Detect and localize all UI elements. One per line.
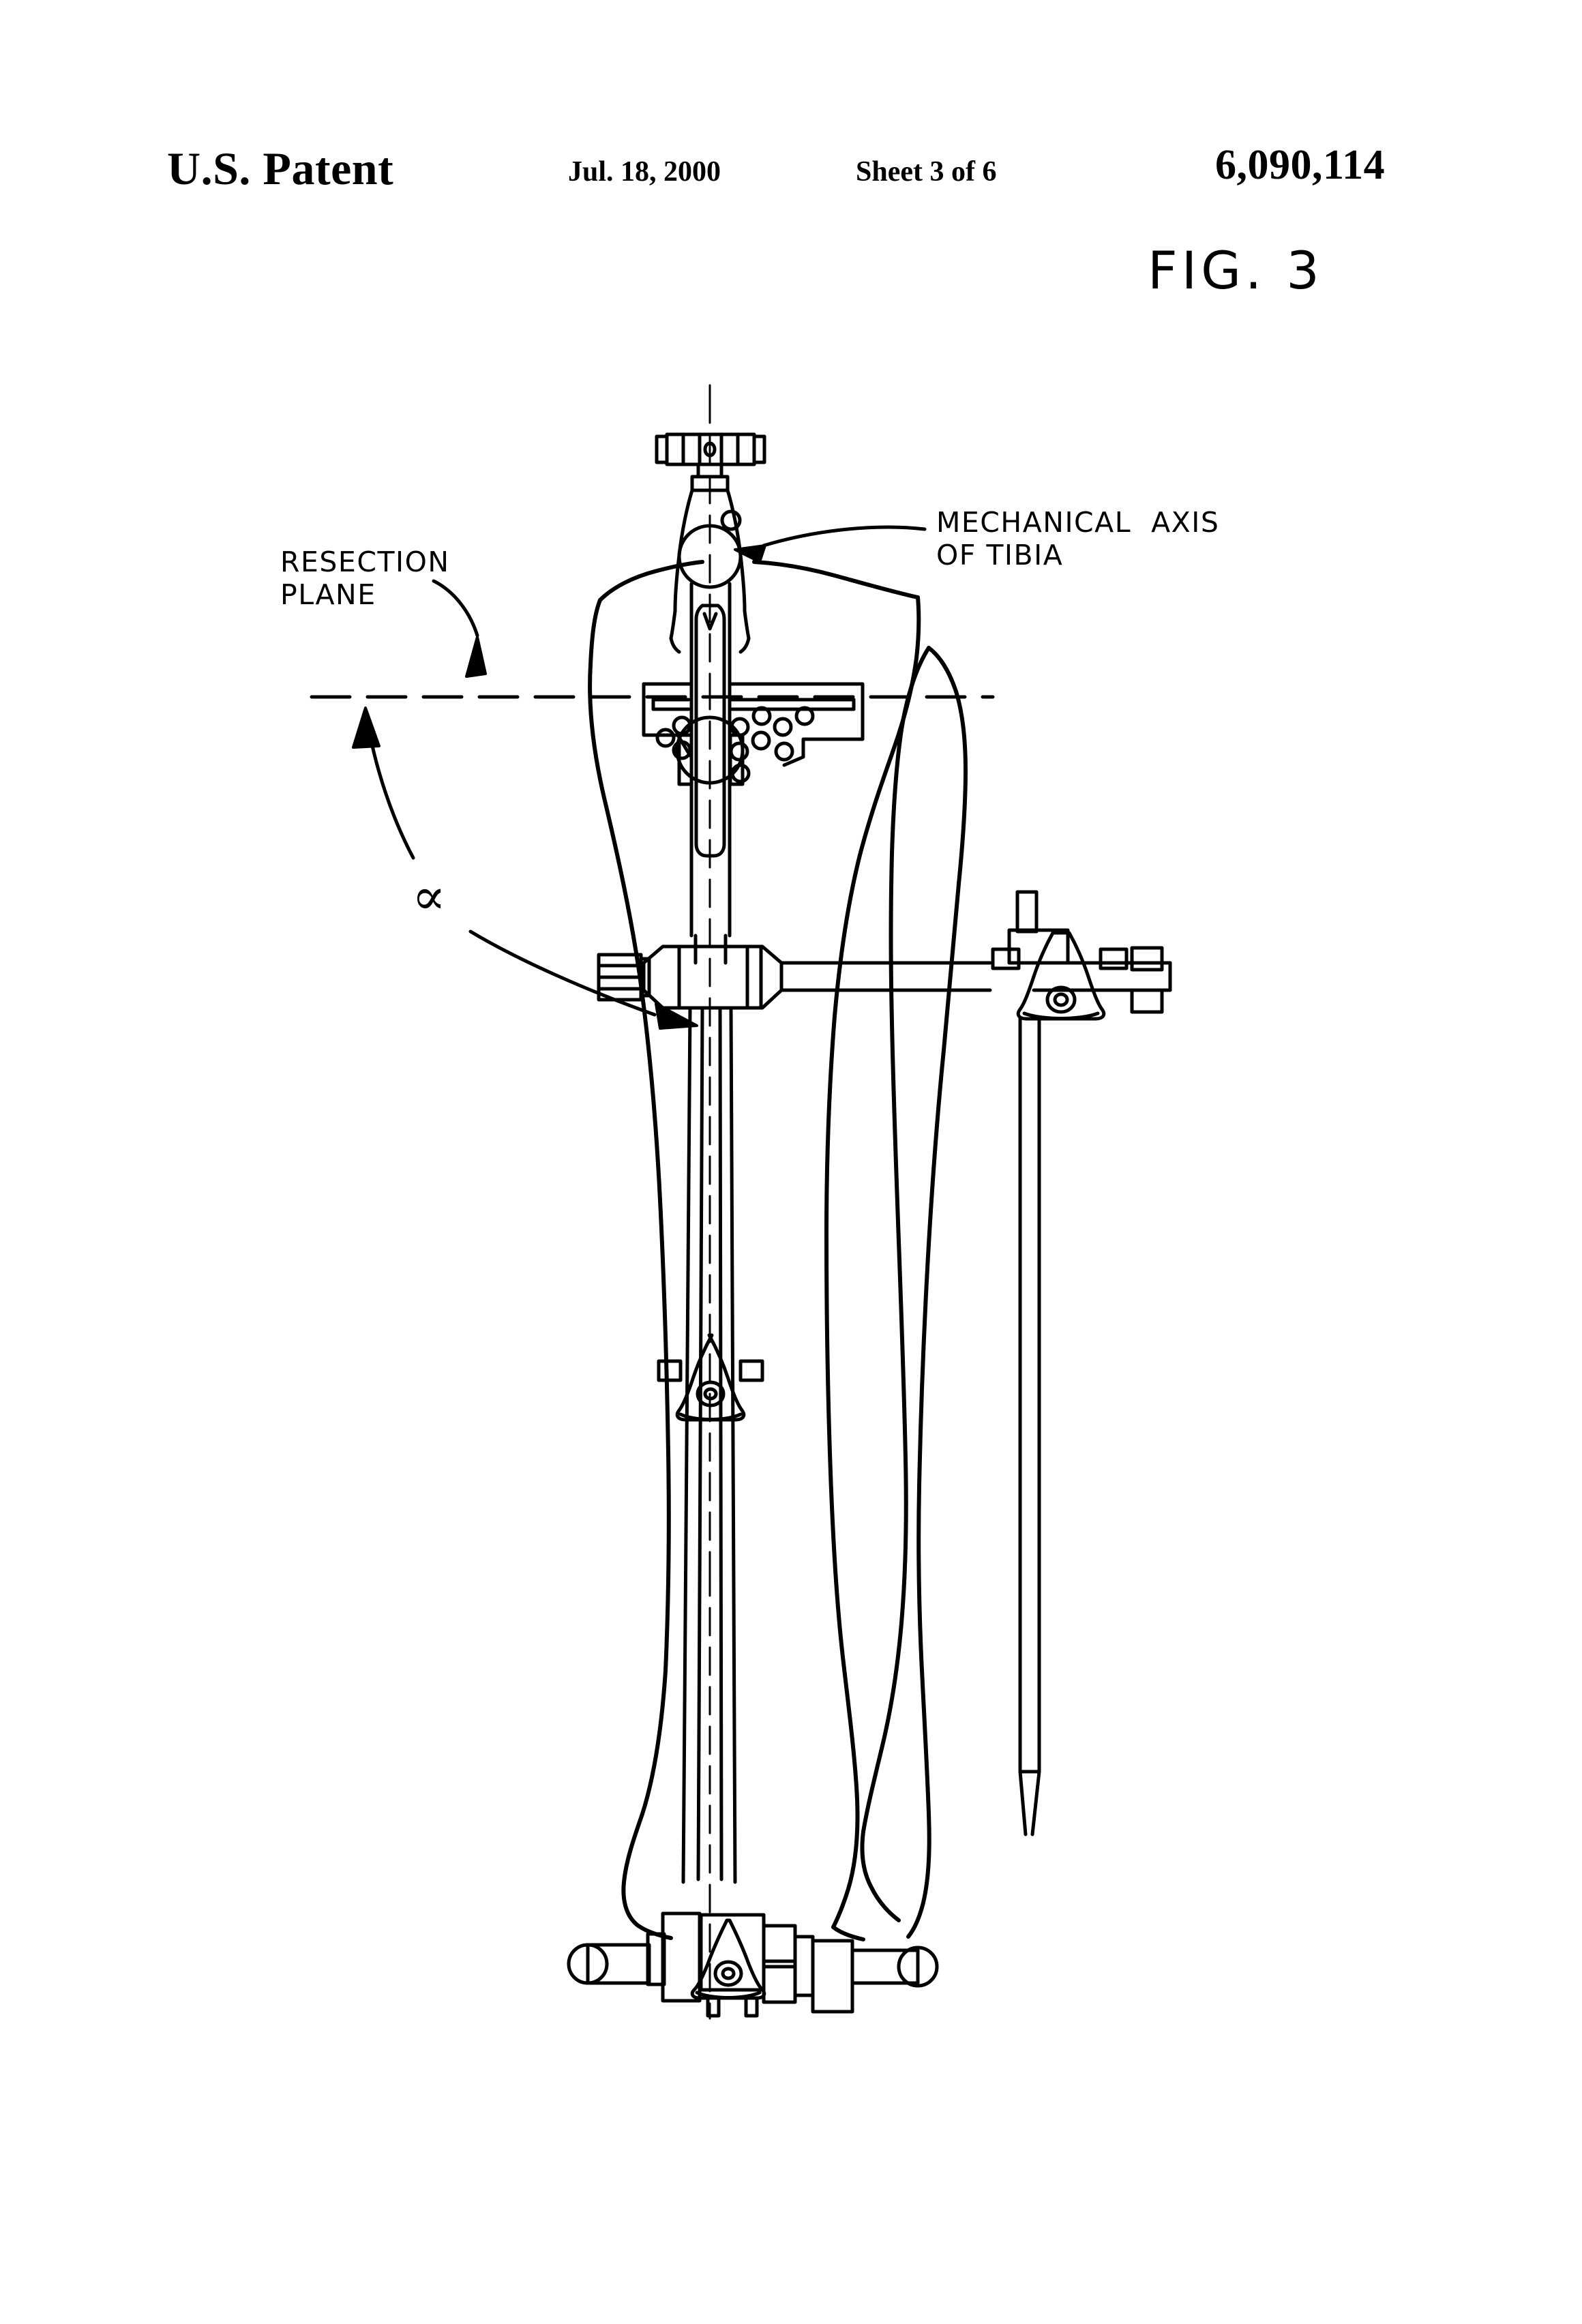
right-triangular-clamp [991,890,1129,1021]
mechanical-axis-leader [762,525,927,548]
mid-shaft-triangular-clamp [657,1333,764,1422]
mechanical-axis-circle [677,524,743,589]
alignment-rod [681,582,737,1884]
patent-number: 6,090,114 [1215,142,1386,188]
angle-alpha-arc-lower [468,929,657,1017]
resection-plane-leader [432,579,479,638]
t-handle-knob [655,432,766,492]
fibula-outline [860,646,968,1939]
figure-label: FIG. 3 [1148,240,1324,301]
ankle-clamp-assembly [567,1911,939,2018]
right-vertical-rod [1018,1017,1041,1836]
resection-plane-arrowhead [465,636,487,678]
right-clamp-nut [1130,946,1164,1014]
resection-plane-label: RESECTION PLANE [280,546,450,612]
patent-date: Jul. 18, 2000 [568,156,721,188]
patent-office-title: U.S. Patent [167,143,394,194]
mechanical-axis-label: MECHANICAL AXIS OF TIBIA [936,506,1220,572]
mechanical-axis-arrowhead [734,544,766,563]
sheet-number: Sheet 3 of 6 [856,156,997,188]
knurled-adjust-knob [597,953,651,1002]
tibia-outline [588,560,921,1929]
angle-alpha-upper-arrowhead [352,706,380,749]
cutting-guide-block [642,682,865,786]
vertical-pin [1015,890,1039,934]
patent-header: U.S. Patent Jul. 18, 2000 Sheet 3 of 6 6… [0,0,1582,205]
ankle-bone-closure [636,1924,865,1941]
angle-alpha-lower-arrowhead [655,1002,698,1030]
angle-alpha-symbol: ∝ [412,867,447,926]
cross-arm-clamp-hub [597,944,783,1010]
